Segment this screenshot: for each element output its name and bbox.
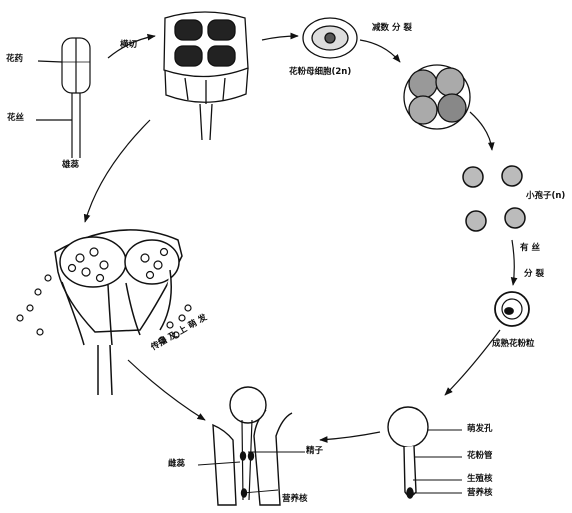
- label-meiosis: 减数 分 裂: [372, 24, 412, 33]
- label-anther: 花药: [6, 55, 23, 64]
- arrow-dehiscent-to-pistil: [128, 360, 205, 420]
- label-generative-nucleus: 生殖核: [467, 475, 493, 484]
- label-stamen: 雄蕊: [62, 161, 79, 170]
- microspores-drawing: [463, 166, 525, 231]
- anther-cross-section-drawing: [164, 12, 248, 140]
- label-pistil: 雌蕊: [168, 460, 185, 469]
- label-vegetative-nucleus: 营养核: [467, 489, 493, 498]
- label-pollen-tube: 花粉管: [467, 452, 493, 461]
- label-microspore: 小孢子(n): [526, 192, 565, 201]
- pistil-drawing: [213, 387, 292, 505]
- label-mitosis-1: 有 丝: [520, 244, 540, 253]
- label-sperm: 精子: [306, 447, 323, 456]
- tetrad-drawing: [404, 65, 470, 129]
- germinating-pollen-drawing: [388, 407, 428, 498]
- label-pollen-mother-cell: 花粉母细胞(2n): [289, 68, 351, 77]
- label-mature-pollen: 成熟花粉粒: [492, 340, 535, 349]
- label-cross-section: 横切: [120, 41, 137, 50]
- arrow-mother-cell-to-tetrad: [360, 40, 400, 62]
- arrow-section-to-dehiscent: [85, 120, 150, 222]
- label-mitosis-2: 分 裂: [524, 270, 544, 279]
- label-filament: 花丝: [7, 114, 24, 123]
- label-vegetative-nucleus-2: 营养核: [282, 495, 308, 504]
- arrow-microspores-to-mature: [512, 240, 514, 285]
- arrow-section-to-mother-cell: [262, 36, 298, 40]
- label-germ-pore: 萌发孔: [467, 425, 493, 434]
- arrow-germinating-to-pistil: [320, 432, 380, 440]
- arrow-tetrad-to-microspores: [470, 112, 492, 150]
- stamen-drawing: [36, 38, 90, 158]
- pollen-mother-cell-drawing: [303, 18, 357, 58]
- mature-pollen-drawing: [495, 292, 529, 326]
